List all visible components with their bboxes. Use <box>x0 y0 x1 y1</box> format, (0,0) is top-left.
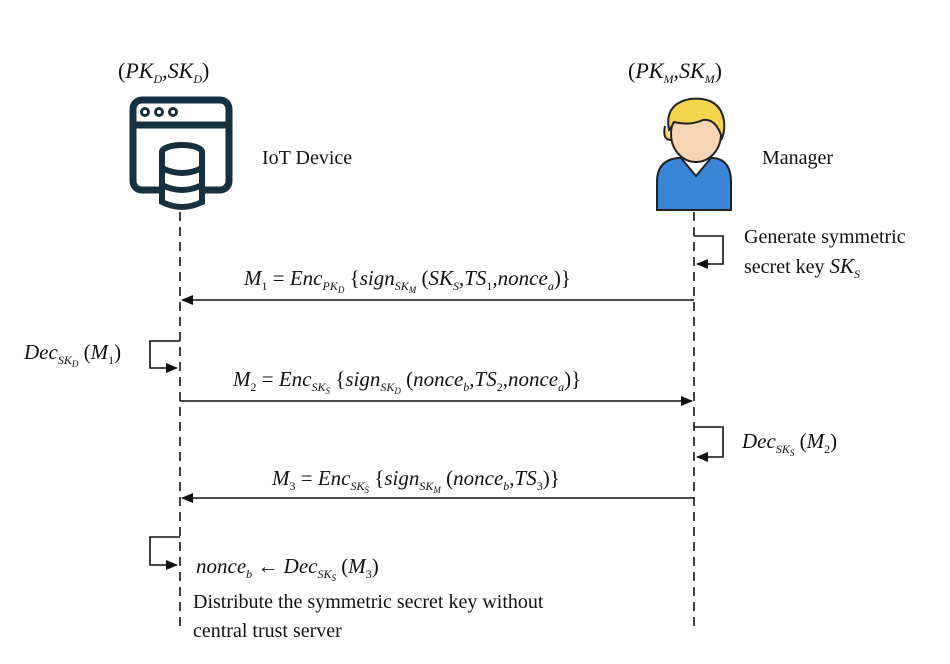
manager-name: Manager <box>762 147 834 169</box>
generate-key-line1: Generate symmetric <box>744 226 906 248</box>
self-loop-generate-key <box>694 235 724 269</box>
final-note-line2: central trust server <box>193 620 342 642</box>
generate-key-line2: secret key SKS <box>744 254 861 281</box>
manager-keys: (PKM,SKM) <box>628 58 722 86</box>
final-note-line1: Distribute the symmetric secret key with… <box>193 591 544 613</box>
msg3-label: M3 = EncSKS {signSKM (nonceb,TS3)} <box>272 466 560 495</box>
dec-m1-label: DecSKD (M1) <box>24 340 122 369</box>
database-icon <box>159 142 205 210</box>
self-loop-dec-m2 <box>694 426 724 462</box>
dec-m2-label: DecSKS (M2) <box>742 429 838 458</box>
device-name: IoT Device <box>262 147 353 169</box>
self-loop-dec-m1 <box>149 340 180 373</box>
manager-person-icon <box>656 97 732 211</box>
final-assign-label: nonceb ← DecSKS (M3) <box>196 554 379 583</box>
self-loop-dec-m3 <box>149 536 180 570</box>
device-keys: (PKD,SKD) <box>118 58 210 86</box>
msg2-label: M2 = EncSKS {signSKD (nonceb,TS2,noncea)… <box>233 367 582 396</box>
msg1-label: M1 = EncPKD {signSKM (SKS,TS1,noncea)} <box>244 266 571 295</box>
